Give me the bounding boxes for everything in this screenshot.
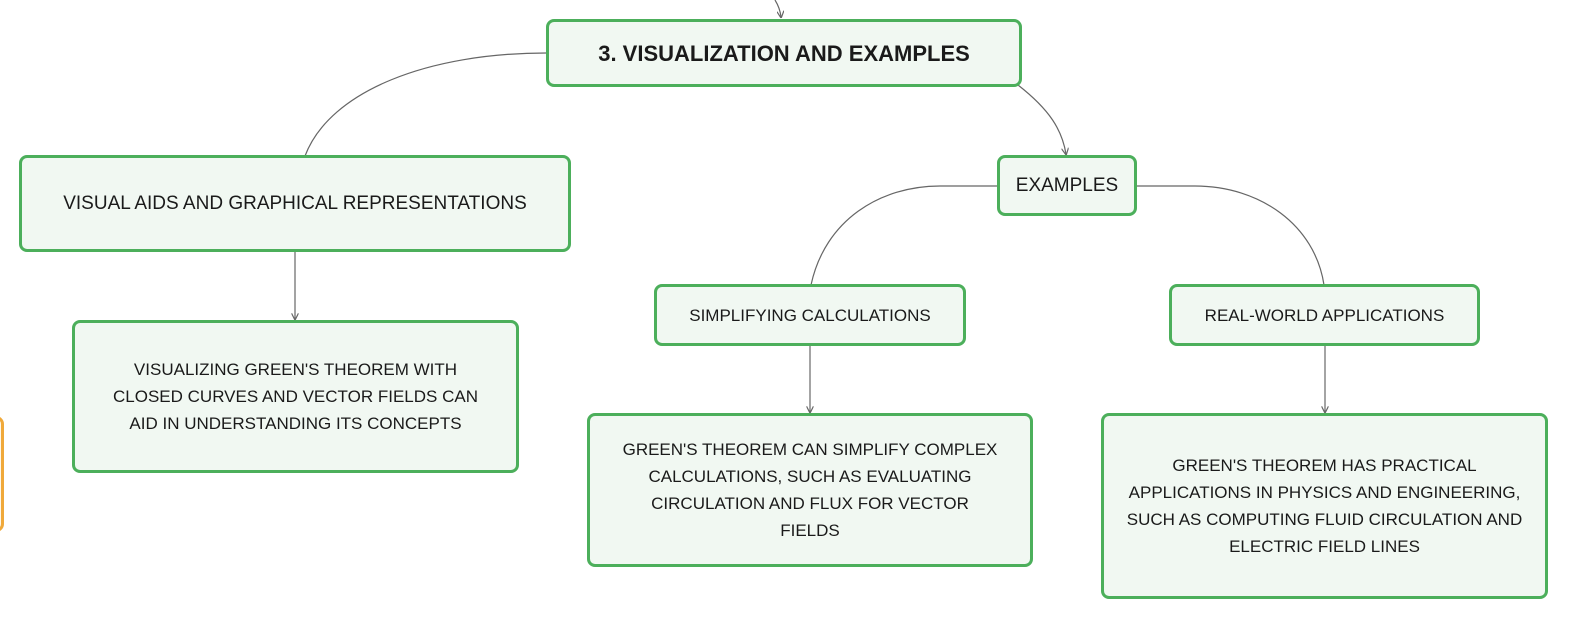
node-visualization-and-examples[interactable]: 3. VISUALIZATION AND EXAMPLES xyxy=(546,19,1022,87)
node-visual-aids[interactable]: VISUAL AIDS AND GRAPHICAL REPRESENTATION… xyxy=(19,155,571,252)
edge-examples-to-real-world xyxy=(1136,185,1325,286)
node-label: GREEN'S THEOREM CAN SIMPLIFY COMPLEX CAL… xyxy=(622,440,998,540)
node-simplifying-detail[interactable]: GREEN'S THEOREM CAN SIMPLIFY COMPLEX CAL… xyxy=(587,413,1033,567)
edge-root-to-visual-aids xyxy=(304,52,547,157)
node-examples[interactable]: EXAMPLES xyxy=(997,155,1137,216)
node-label: EXAMPLES xyxy=(1015,175,1119,196)
node-real-world-applications[interactable]: REAL-WORLD APPLICATIONS xyxy=(1169,284,1480,346)
node-label: VISUAL AIDS AND GRAPHICAL REPRESENTATION… xyxy=(63,193,527,214)
node-simplifying-calculations[interactable]: SIMPLIFYING CALCULATIONS xyxy=(654,284,966,346)
node-label: REAL-WORLD APPLICATIONS xyxy=(1204,305,1445,325)
edge-root-to-examples xyxy=(1017,84,1066,154)
node-label: SIMPLIFYING CALCULATIONS xyxy=(689,305,931,325)
node-label: GREEN'S THEOREM HAS PRACTICAL APPLICATIO… xyxy=(1126,456,1523,556)
edge-examples-to-simplifying xyxy=(810,185,998,286)
edge-incoming-root xyxy=(774,0,781,17)
offscreen-node[interactable] xyxy=(0,416,4,532)
node-real-world-detail[interactable]: GREEN'S THEOREM HAS PRACTICAL APPLICATIO… xyxy=(1101,413,1548,599)
node-label: 3. VISUALIZATION AND EXAMPLES xyxy=(598,40,970,66)
node-visual-aids-detail[interactable]: VISUALIZING GREEN'S THEOREM WITH CLOSED … xyxy=(72,320,519,473)
node-label: VISUALIZING GREEN'S THEOREM WITH CLOSED … xyxy=(113,360,478,433)
